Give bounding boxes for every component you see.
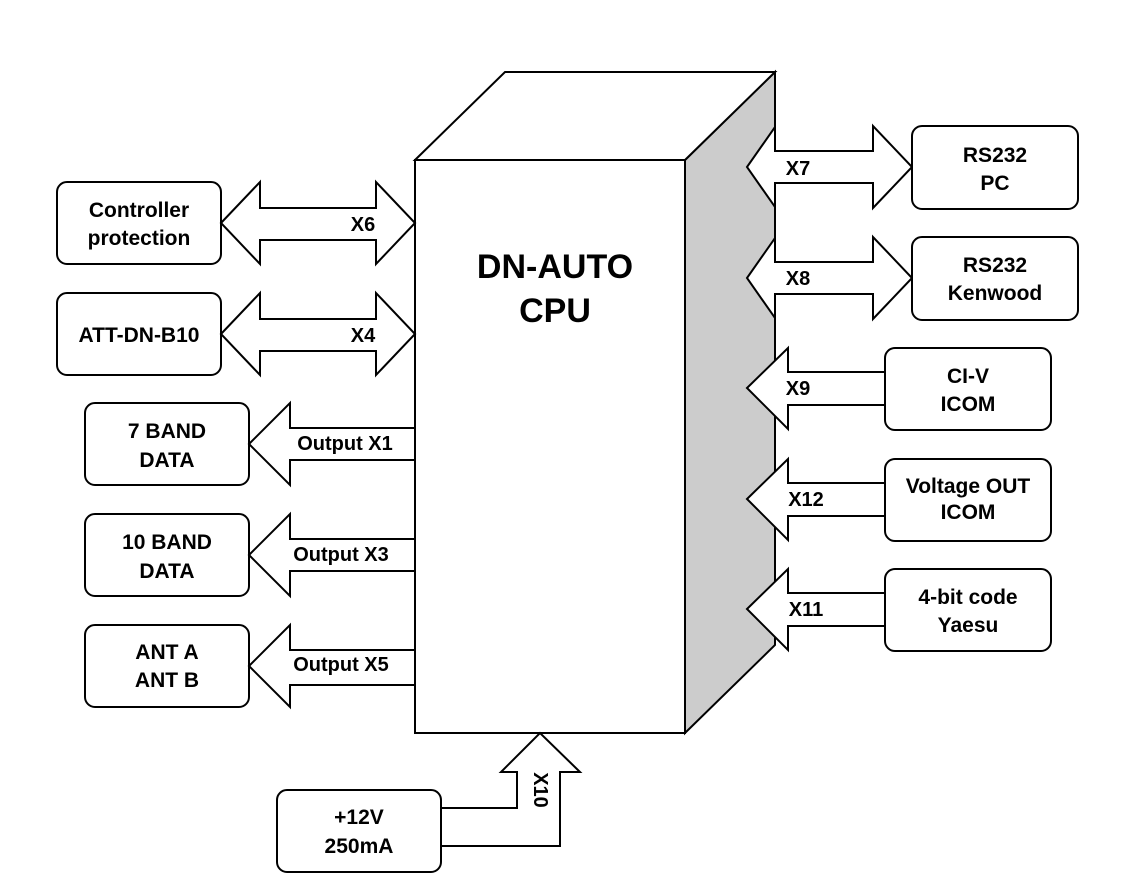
ant-label-1: ANT A [135,641,198,664]
cpu-block: DN-AUTO CPU [412,69,778,736]
band7-block: 7 BAND DATA [84,402,250,486]
band10-label-2: DATA [139,560,194,583]
ant-block: ANT A ANT B [84,624,250,708]
power-label-2: 250mA [325,835,394,858]
x8-port-label: X8 [786,268,810,290]
rs232-kenwood-label-2: Kenwood [948,282,1043,305]
rs232-kenwood-label-1: RS232 [963,254,1027,277]
voltage-icom-label-2: ICOM [941,501,996,524]
output-x1-arrow [247,400,416,488]
cpu-front-face [414,159,686,734]
x7-bidirectional-arrow [745,123,914,211]
civ-icom-box [884,347,1052,431]
x4-port-label: X4 [351,325,376,347]
output-x1-label: Output X1 [297,433,393,455]
controller-protection-label-2: protection [88,227,191,250]
power-block: +12V 250mA [276,789,442,873]
x12-port-label: X12 [788,489,824,511]
x9-port-label: X9 [786,378,810,400]
ant-box [84,624,250,708]
rs232-pc-block: RS232 PC [911,125,1079,210]
rs232-pc-box [911,125,1079,210]
x6-bidirectional-arrow [219,179,417,267]
cpu-title: DN-AUTO [477,248,633,286]
yaesu-label-1: 4-bit code [918,586,1017,609]
band10-block: 10 BAND DATA [84,513,250,597]
x8-bidirectional-arrow [745,234,914,322]
power-label-1: +12V [334,806,384,829]
rs232-pc-label-1: RS232 [963,144,1027,167]
att-label: ATT-DN-B10 [79,324,200,347]
band7-label-2: DATA [139,449,194,472]
controller-protection-box [56,181,222,265]
ant-label-2: ANT B [135,669,199,692]
band10-label-1: 10 BAND [122,531,212,554]
band10-box [84,513,250,597]
rs232-kenwood-box [911,236,1079,321]
power-box [276,789,442,873]
yaesu-label-2: Yaesu [938,614,999,637]
output-x5-arrow [247,622,416,710]
civ-icom-label-1: CI-V [947,365,989,388]
output-x3-label: Output X3 [293,544,389,566]
x4-bidirectional-arrow [219,290,417,378]
yaesu-block: 4-bit code Yaesu [884,568,1052,652]
voltage-icom-label-1: Voltage OUT [906,475,1031,498]
rs232-pc-label-2: PC [980,172,1009,195]
rs232-kenwood-block: RS232 Kenwood [911,236,1079,321]
att-block: ATT-DN-B10 [56,292,222,376]
controller-protection-label-1: Controller [89,199,189,222]
x11-port-label: X11 [789,599,823,621]
x10-power-arrow [440,731,583,847]
voltage-icom-box [884,458,1052,542]
yaesu-box [884,568,1052,652]
output-x3-arrow [247,511,416,599]
output-x5-label: Output X5 [293,654,389,676]
civ-icom-label-2: ICOM [941,393,996,416]
controller-protection-block: Controller protection [56,181,222,265]
x7-port-label: X7 [786,158,810,180]
x10-port-label: X10 [529,772,551,808]
voltage-icom-block: Voltage OUT ICOM [884,458,1052,542]
cpu-subtitle: CPU [519,292,591,330]
civ-icom-block: CI-V ICOM [884,347,1052,431]
x6-port-label: X6 [351,214,375,236]
band7-box [84,402,250,486]
band7-label-1: 7 BAND [128,420,206,443]
